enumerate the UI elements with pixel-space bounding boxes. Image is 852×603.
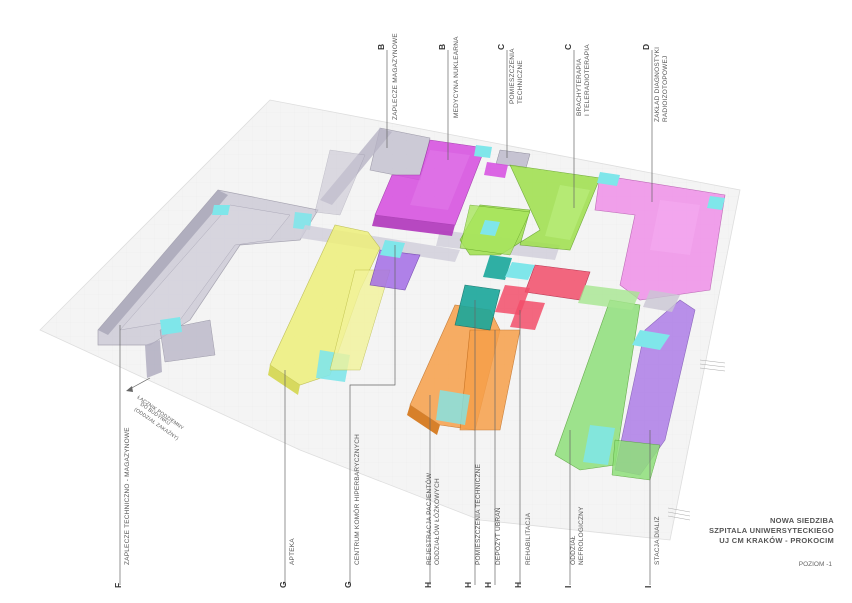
block-i-nephrology (554, 285, 641, 471)
title-line-2: SZPITALA UNIWERSYTECKIEGO (708, 526, 834, 535)
bottom-label-f-warehouse: F ZAPLECZE TECHNICZNO - MAGAZYNOWE (113, 427, 131, 588)
svg-text:ZAKŁAD DIAGNOSTYKI: ZAKŁAD DIAGNOSTYKI (654, 47, 661, 122)
svg-text:G: G (343, 581, 353, 588)
stair-hatching (667, 359, 726, 521)
svg-text:H: H (423, 582, 433, 588)
svg-text:ODDZIAŁÓW ŁÓŻKOWYCH: ODDZIAŁÓW ŁÓŻKOWYCH (432, 478, 441, 565)
top-label-b-nuclear-medicine: B MEDYCYNA NUKLEARNA (437, 36, 460, 118)
block-i-dialysis (611, 290, 696, 481)
svg-text:ODDZIAŁ: ODDZIAŁ (570, 535, 577, 565)
bottom-label-h-technical: H POMIESZCZENIA TECHNICZNE (463, 463, 482, 588)
svg-text:H: H (463, 582, 473, 588)
title-line-3: UJ CM KRAKÓW - PROKOCIM (719, 536, 834, 545)
svg-text:I: I (643, 586, 653, 588)
svg-text:H: H (483, 582, 493, 588)
svg-text:POMIESZCZENIA TECHNICZNE: POMIESZCZENIA TECHNICZNE (475, 463, 482, 565)
svg-text:MEDYCYNA NUKLEARNA: MEDYCYNA NUKLEARNA (453, 36, 460, 118)
svg-text:RADIOIZOTOPOWEJ: RADIOIZOTOPOWEJ (662, 56, 669, 122)
title-line-1: NOWA SIEDZIBA (769, 516, 834, 525)
svg-text:POMIESZCZENIA: POMIESZCZENIA (509, 48, 516, 104)
block-f-technical-warehouse (97, 189, 319, 378)
svg-text:ZAPLECZE TECHNICZNO - MAGAZYNO: ZAPLECZE TECHNICZNO - MAGAZYNOWE (124, 427, 131, 565)
bottom-label-g-pharmacy: G APTEKA (278, 538, 296, 588)
title-block: NOWA SIEDZIBA SZPITALA UNIWERSYTECKIEGO … (709, 516, 834, 546)
svg-text:B: B (376, 44, 386, 50)
svg-text:D: D (641, 44, 651, 50)
svg-text:TECHNICZNE: TECHNICZNE (517, 60, 524, 104)
level-label: POZIOM -1 (798, 561, 832, 568)
bottom-leaders (119, 245, 651, 585)
svg-text:NEFROLOGICZNY: NEFROLOGICZNY (578, 506, 585, 565)
svg-text:I: I (563, 586, 573, 588)
svg-text:ZAPLECZE MAGAZYNOWE: ZAPLECZE MAGAZYNOWE (392, 33, 399, 120)
block-g-pharmacy (268, 224, 391, 395)
svg-text:BRACHYTERAPIA: BRACHYTERAPIA (576, 58, 583, 116)
svg-text:STACJA DIALIZ: STACJA DIALIZ (654, 516, 661, 565)
bottom-label-g-hyperbaric: G CENTRUM KOMÓR HIPERBARYCZNYCH (343, 434, 361, 588)
svg-text:APTEKA: APTEKA (289, 538, 296, 565)
top-leaders (386, 50, 653, 208)
svg-text:B: B (437, 44, 447, 50)
svg-text:C: C (563, 44, 573, 50)
block-c-brachytherapy (459, 164, 601, 256)
bottom-label-i-dialysis: I STACJA DIALIZ (643, 516, 661, 588)
bottom-label-i-nephrology: I ODDZIAŁ NEFROLOGICZNY (563, 506, 585, 588)
svg-text:CENTRUM KOMÓR HIPERBARYCZNYCH: CENTRUM KOMÓR HIPERBARYCZNYCH (352, 434, 361, 565)
top-label-b-storage: B ZAPLECZE MAGAZYNOWE (376, 33, 399, 120)
svg-text:REJESTRACJA PACJENTÓW: REJESTRACJA PACJENTÓW (424, 472, 433, 565)
svg-text:DEPOZYT UBRAŃ: DEPOZYT UBRAŃ (493, 507, 502, 565)
bottom-label-h-registration: H REJESTRACJA PACJENTÓW ODDZIAŁÓW ŁÓŻKOW… (423, 472, 441, 588)
bottom-label-h-deposit: H DEPOZYT UBRAŃ (483, 507, 502, 588)
svg-text:I TELERADIOTERAPIA: I TELERADIOTERAPIA (584, 44, 591, 116)
svg-text:G: G (278, 581, 288, 588)
bottom-label-h-rehabilitation: H REHABILITACJA (513, 512, 532, 588)
block-h-technical (454, 284, 501, 331)
top-label-d-radioisotope: D ZAKŁAD DIAGNOSTYKI RADIOIZOTOPOWEJ (641, 44, 669, 122)
svg-text:H: H (513, 582, 523, 588)
block-b-nuclear-medicine (372, 139, 492, 236)
svg-text:REHABILITACJA: REHABILITACJA (525, 512, 532, 565)
svg-text:F: F (113, 583, 123, 588)
top-label-c-technical: C POMIESZCZENIA TECHNICZNE (496, 44, 524, 104)
svg-text:C: C (496, 44, 506, 50)
block-h-rehabilitation (495, 262, 591, 330)
top-label-c-brachytherapy: C BRACHYTERAPIA I TELERADIOTERAPIA (563, 44, 591, 116)
